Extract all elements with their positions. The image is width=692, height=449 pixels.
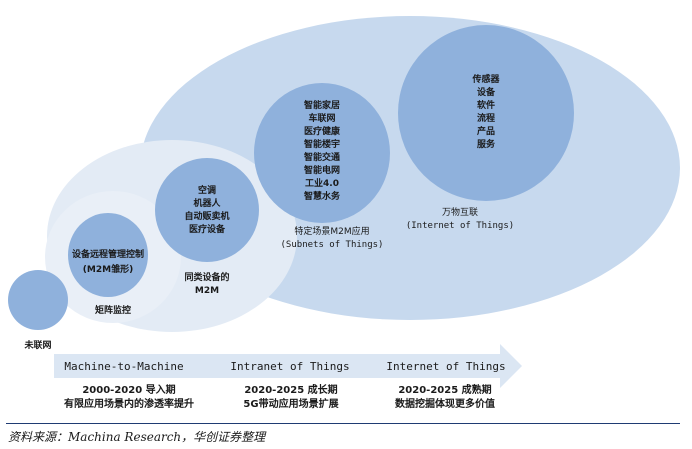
subnets-item: 智能交通: [304, 151, 340, 163]
subnets-title: 特定场景M2M应用: [294, 225, 369, 237]
iot-item: 产品: [477, 125, 495, 137]
stage-growth: 2020-2025 成长期 5G带动应用场景扩展: [206, 384, 376, 412]
iot-title: 万物互联: [442, 206, 478, 218]
stage-desc: 数据挖掘体现更多价值: [395, 399, 495, 410]
m2m-same-item: 机器人: [193, 197, 221, 209]
subnets-items: 智能家居 车联网 医疗健康 智能楼宇 智能交通 智能电网 工业4.0 智慧水务: [304, 99, 341, 202]
subnets-item: 智能楼宇: [304, 138, 340, 150]
m2m-same-circle: [155, 158, 259, 262]
iot-circle: [398, 25, 574, 201]
none-circle: [8, 270, 68, 330]
source-note: 资料来源：Machina Research，华创证券整理: [8, 430, 266, 444]
iot-item: 软件: [477, 99, 495, 111]
iot-item: 传感器: [471, 73, 500, 85]
iot-item: 流程: [477, 112, 495, 124]
m2m-same-item: 空调: [198, 184, 216, 196]
stage-period: 2000-2020 导入期: [82, 385, 176, 396]
subnets-item: 医疗健康: [304, 125, 341, 137]
iot-items: 传感器 设备 软件 流程 产品 服务: [471, 73, 500, 150]
remote-item: 设备远程管理控制: [72, 248, 144, 260]
subnets-item: 工业4.0: [305, 177, 339, 189]
iot-subtitle: (Internet of Things): [406, 221, 514, 231]
m2m-same-item: 医疗设备: [189, 223, 226, 235]
iot-item: 服务: [477, 138, 496, 150]
arrow-label-intranet: Intranet of Things: [230, 360, 349, 373]
subnets-circle: [254, 83, 390, 223]
stage-desc: 5G带动应用场景扩展: [243, 399, 339, 410]
subnets-item: 车联网: [308, 112, 335, 124]
remote-item: (M2M雏形): [83, 263, 133, 275]
subnets-subtitle: (Subnets of Things): [281, 240, 384, 250]
stage-period: 2020-2025 成长期: [244, 385, 338, 396]
stage-desc: 有限应用场景内的渗透率提升: [64, 399, 194, 410]
arrow-label-m2m: Machine-to-Machine: [64, 360, 183, 373]
source-divider: [6, 423, 680, 424]
remote-title: 矩阵监控: [94, 304, 131, 316]
stage-period: 2020-2025 成熟期: [398, 385, 492, 396]
stage-intro: 2000-2020 导入期 有限应用场景内的渗透率提升: [44, 384, 214, 412]
m2m-same-title: 同类设备的: [184, 271, 229, 283]
arrow-label-internet: Internet of Things: [386, 360, 505, 373]
timeline-arrow: [54, 344, 522, 388]
subnets-item: 智能电网: [304, 164, 340, 176]
m2m-same-items: 空调 机器人 自动贩卖机 医疗设备: [184, 184, 229, 235]
subnets-item: 智能家居: [304, 99, 340, 111]
m2m-same-subtitle: M2M: [195, 286, 219, 296]
iot-item: 设备: [477, 86, 496, 98]
remote-circle: [68, 213, 148, 297]
stage-mature: 2020-2025 成熟期 数据挖掘体现更多价值: [360, 384, 530, 412]
none-title: 未联网: [23, 339, 51, 351]
subnets-item: 智慧水务: [304, 190, 341, 202]
m2m-same-item: 自动贩卖机: [184, 210, 229, 222]
